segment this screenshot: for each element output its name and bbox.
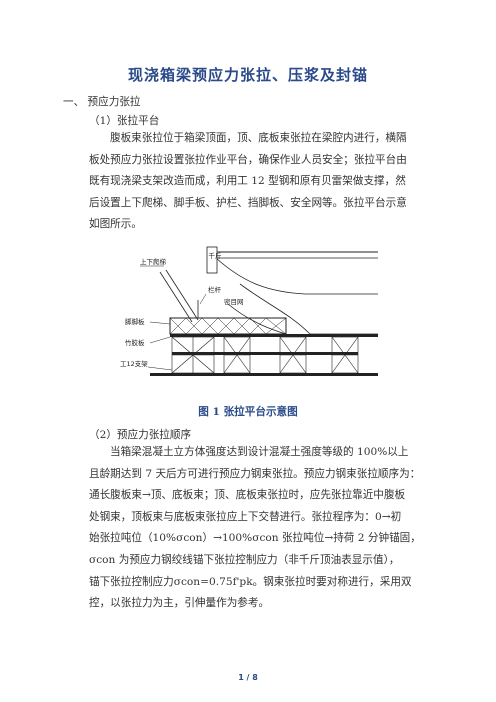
label-scaffold-board: 脚脚板 <box>125 317 145 326</box>
para2-line-4: 处钢束，顶板束与底板束张拉应上下交替进行。张拉程序为：0→初 <box>89 510 402 523</box>
para1-line-3: 既有现浇梁支架改造而成，利用工 12 型钢和原有贝雷架做支撑，然 <box>89 175 406 188</box>
platform-diagram: 千斤 上下爬梯 栏杆 密目网 脚脚板 竹胶板 工12支架 <box>120 246 378 376</box>
para2-line-5: 始张拉吨位（10%σcon）→100%σcon 张拉吨位→持荷 2 分钟锚固， <box>89 532 421 545</box>
para2-line-1: 当箱梁混凝土立方体强度达到设计混凝土强度等级的 100%以上 <box>110 446 409 458</box>
para1-line-5: 如图所示。 <box>89 218 142 231</box>
document-title: 现浇箱梁预应力张拉、压浆及封锚 <box>127 66 368 84</box>
label-jack: 千斤 <box>209 251 223 260</box>
para1-line-4: 后设置上下爬梯、脚手板、护栏、挡脚板、安全网等。张拉平台示意 <box>89 196 407 209</box>
label-bamboo-board: 竹胶板 <box>125 338 145 347</box>
label-ladder: 上下爬梯 <box>140 257 167 266</box>
label-rail: 栏杆 <box>208 285 222 294</box>
para1-line-2: 板处预应力张拉设置张拉作业平台，确保作业人员安全；张拉平台由 <box>89 153 407 166</box>
paragraph-sequence: 当箱梁混凝土立方体强度达到设计混凝土强度等级的 100%以上 且龄期达到 7 天… <box>89 442 435 615</box>
figure-caption: 图 1 张拉平台示意图 <box>198 406 298 418</box>
subheading-sequence: （2）预应力张拉顺序 <box>89 429 192 441</box>
paragraph-platform: 腹板束张拉位于箱梁顶面，顶、底板束张拉在梁腔内进行，横隔 板处预应力张拉设置张拉… <box>89 128 435 236</box>
label-net: 密目网 <box>224 297 244 306</box>
section-heading-1: 一、 预应力张拉 <box>63 96 141 108</box>
para2-line-7: 锚下张拉控制应力σcon=0.75f'pk。钢束张拉时要对称进行，采用双 <box>89 575 412 588</box>
para2-line-3: 通长腹板束→顶、底板束；顶、底板束张拉时，应先张拉靠近中腹板 <box>89 489 406 502</box>
subheading-platform: （1）张拉平台 <box>89 115 160 127</box>
label-i12-support: 工12支架 <box>120 359 148 368</box>
para1-line-1: 腹板束张拉位于箱梁顶面，顶、底板束张拉在梁腔内进行，横隔 <box>110 132 407 144</box>
para2-line-2: 且龄期达到 7 天后方可进行预应力钢束张拉。预应力钢束张拉顺序为： <box>89 467 421 480</box>
para2-line-8: 控，以张拉力为主，引伸量作为参考。 <box>89 597 270 610</box>
para2-line-6: σcon 为预应力钢绞线锚下张拉控制应力（非千斤顶油表显示值）， <box>89 553 400 566</box>
page-number: 1 / 8 <box>238 673 258 682</box>
